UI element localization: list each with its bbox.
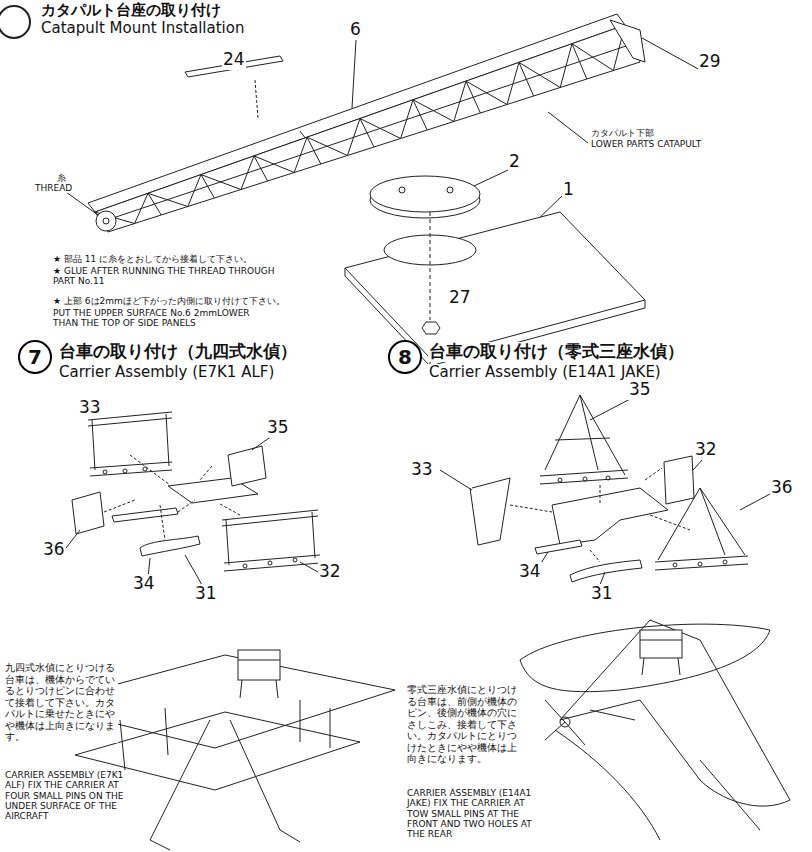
part-34 (535, 540, 582, 554)
note-text: 九四式水偵にとりつける台車は、機体からでているとりつけピンに合わせて接着して下さ… (4, 662, 118, 743)
guide-line (510, 468, 690, 562)
catapult-top (88, 14, 625, 212)
callout-number: 29 (698, 52, 722, 72)
step-circle: 7 (18, 340, 52, 374)
step-number: 7 (28, 347, 42, 367)
note-text: PUT THE UPPER SURFACE No.6 2mmLOWER THAN… (52, 308, 254, 329)
pin (447, 187, 453, 193)
catapult-lattice (95, 25, 625, 224)
part-34 (112, 508, 178, 522)
callout-number: 34 (132, 574, 156, 594)
part-32 (222, 510, 320, 571)
propeller (545, 700, 585, 745)
note-text: 台車の取り付け（零式三座水偵） (428, 342, 685, 362)
guide-line (104, 455, 240, 540)
pulley (96, 211, 116, 231)
part-1 (345, 212, 645, 358)
note-text: 糸 (56, 173, 67, 183)
note-text: Carrier Assembly (E14A1 JAKE) (428, 364, 662, 381)
callout-number: 33 (410, 460, 434, 480)
callout-number: 36 (42, 540, 66, 560)
carrier-legs (640, 640, 682, 675)
pin (399, 187, 405, 193)
carrier-fitted (238, 650, 280, 680)
callout-number: 32 (318, 562, 342, 582)
part-31 (570, 560, 642, 582)
guide-line (255, 80, 258, 118)
floats (555, 710, 760, 840)
part-33 (470, 478, 510, 545)
callout-number: 31 (590, 584, 614, 604)
hole (558, 478, 562, 482)
callout-number: 36 (770, 478, 794, 498)
callout-number: 35 (266, 418, 290, 438)
note-text: LOWER PARTS CATAPULT (590, 139, 702, 149)
leader-line (440, 397, 770, 590)
callout-number: 6 (349, 20, 362, 40)
center-plate (552, 488, 668, 545)
hole (583, 477, 587, 481)
leader-line (66, 436, 318, 592)
step-circle (0, 6, 30, 38)
carrier-fitted (640, 630, 682, 658)
note-text: カタパルト下部 (590, 128, 655, 138)
note-text: ★ 上部 6は2mmほど下がった内側に取り付けて下さい。 (52, 296, 286, 306)
hole (123, 469, 127, 473)
note-text: CARRIER ASSEMBLY (E7K1 ALF) FIX THE CARR… (4, 770, 126, 822)
callout-number: 1 (562, 180, 575, 200)
note-text: カタパルト台座の取り付け (40, 2, 222, 19)
note-text: 零式三座水偵にとりつける台車は、前側が機体のピン、後側が機体の穴にさしこみ、接着… (406, 684, 522, 765)
struts (120, 700, 330, 850)
hole (673, 563, 677, 567)
hole (103, 470, 107, 474)
hole (268, 561, 272, 565)
note-text: THREAD (34, 183, 73, 193)
callout-number: 2 (508, 152, 521, 172)
part-33 (88, 412, 172, 476)
callout-number: 31 (194, 584, 218, 604)
callout-number: 35 (628, 380, 652, 400)
hole (293, 558, 297, 562)
callout-number: 24 (222, 50, 246, 70)
catapult-frame (101, 44, 632, 222)
callout-number: 27 (448, 288, 472, 308)
part-32 (664, 456, 694, 504)
carrier-legs (238, 660, 280, 698)
part-2 (370, 176, 480, 212)
fuselage (560, 620, 790, 806)
step-circle: 8 (388, 340, 422, 374)
note-text: Catapult Mount Installation (40, 20, 245, 37)
note-text: ★ 部品 11 に糸をとおしてから接着して下さい。 (52, 254, 253, 264)
part-31 (140, 536, 200, 556)
hole (606, 476, 610, 480)
hole (723, 560, 727, 564)
callout-number: 33 (78, 398, 102, 418)
note-text: CARRIER ASSEMBLY (E14A1 JAKE) FIX THE CA… (406, 788, 538, 840)
part-35 (228, 446, 266, 486)
note-text: 台車の取り付け（九四式水偵） (58, 342, 298, 362)
guide-line (430, 212, 431, 320)
part-27 (422, 322, 440, 334)
catapult-side (95, 25, 640, 232)
pulley-hub (103, 218, 109, 224)
callout-number: 34 (518, 562, 542, 582)
wing (520, 624, 770, 692)
step-number: 8 (398, 347, 412, 367)
callout-number: 32 (694, 440, 718, 460)
part-29 (610, 20, 645, 62)
part-36 (72, 492, 104, 534)
hole (698, 562, 702, 566)
hole (243, 564, 247, 568)
note-text: ★ GLUE AFTER RUNNING THE THREAD THROUGH … (52, 266, 279, 287)
note-text: Carrier Assembly (E7K1 ALF) (58, 364, 275, 381)
part-35 (540, 395, 628, 484)
